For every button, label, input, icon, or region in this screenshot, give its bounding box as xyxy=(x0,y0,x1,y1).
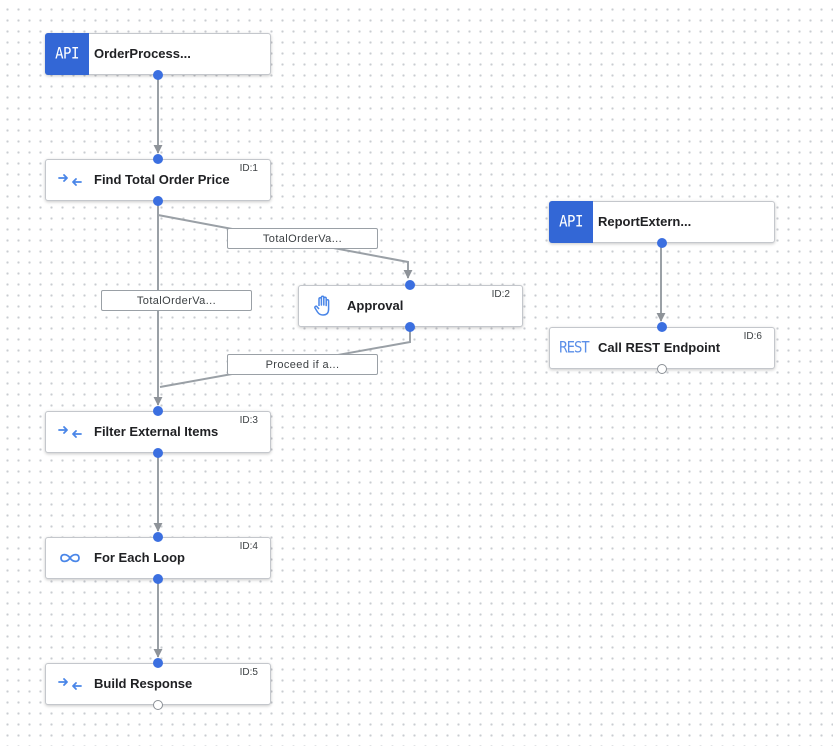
output-port[interactable] xyxy=(405,322,415,332)
api-icon: API xyxy=(549,201,593,243)
data-mapping-icon xyxy=(56,673,84,695)
input-port[interactable] xyxy=(153,406,163,416)
output-port-unconnected[interactable] xyxy=(657,364,667,374)
node-id: ID:4 xyxy=(239,541,258,552)
node-title: ReportExtern... xyxy=(598,214,692,229)
output-port[interactable] xyxy=(153,574,163,584)
task-build-response[interactable]: Build Response ID:5 xyxy=(45,663,271,705)
node-title: Call REST Endpoint xyxy=(598,340,721,355)
node-title: Approval xyxy=(347,298,404,313)
node-title: Filter External Items xyxy=(94,424,219,439)
data-mapping-icon xyxy=(56,421,84,443)
loop-icon xyxy=(56,547,84,569)
output-port[interactable] xyxy=(153,196,163,206)
output-port[interactable] xyxy=(657,238,667,248)
task-find-total-order-price[interactable]: Find Total Order Price ID:1 xyxy=(45,159,271,201)
input-port[interactable] xyxy=(153,658,163,668)
task-for-each-loop[interactable]: For Each Loop ID:4 xyxy=(45,537,271,579)
node-id: ID:6 xyxy=(743,331,762,342)
task-filter-external-items[interactable]: Filter External Items ID:3 xyxy=(45,411,271,453)
task-call-rest-endpoint[interactable]: REST Call REST Endpoint ID:6 xyxy=(549,327,775,369)
node-title: Find Total Order Price xyxy=(94,172,230,187)
api-icon: API xyxy=(45,33,89,75)
input-port[interactable] xyxy=(153,154,163,164)
node-id: ID:3 xyxy=(239,415,258,426)
node-title: Build Response xyxy=(94,676,193,691)
node-title: OrderProcess... xyxy=(94,46,191,61)
hand-icon xyxy=(309,295,337,317)
output-port[interactable] xyxy=(153,70,163,80)
input-port[interactable] xyxy=(405,280,415,290)
task-approval[interactable]: Approval ID:2 xyxy=(298,285,523,327)
node-id: ID:1 xyxy=(239,163,258,174)
edge-label-total-order-value-2[interactable]: TotalOrderVa... xyxy=(101,290,252,311)
rest-icon: REST xyxy=(559,338,590,358)
node-title: For Each Loop xyxy=(94,550,185,565)
api-trigger-report-external[interactable]: API ReportExtern... xyxy=(549,201,775,243)
edge-label-total-order-value-1[interactable]: TotalOrderVa... xyxy=(227,228,378,249)
input-port[interactable] xyxy=(657,322,667,332)
data-mapping-icon xyxy=(56,169,84,191)
node-id: ID:5 xyxy=(239,667,258,678)
edge-label-proceed-if-approved[interactable]: Proceed if a... xyxy=(227,354,378,375)
output-port-unconnected[interactable] xyxy=(153,700,163,710)
input-port[interactable] xyxy=(153,532,163,542)
api-trigger-order-process[interactable]: API OrderProcess... xyxy=(45,33,271,75)
node-id: ID:2 xyxy=(491,289,510,300)
output-port[interactable] xyxy=(153,448,163,458)
